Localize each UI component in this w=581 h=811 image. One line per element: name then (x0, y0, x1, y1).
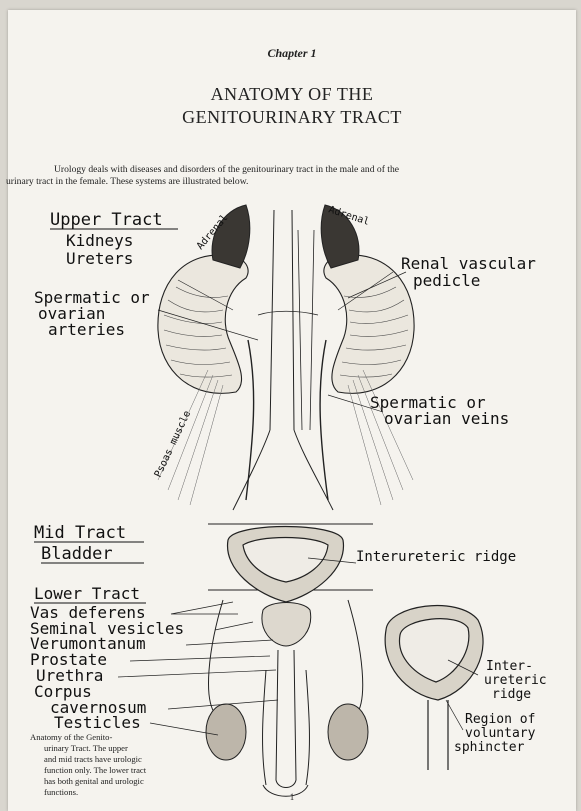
figure-caption: Anatomy of the Genito- urinary Tract. Th… (30, 732, 206, 798)
label-voluntary: voluntary (465, 726, 536, 741)
label-bladder: Bladder (41, 544, 113, 564)
label-pedicle: pedicle (413, 271, 480, 290)
label-testicles: Testicles (54, 713, 141, 732)
label-upper-tract: Upper Tract (50, 210, 163, 230)
label-interureteric-ridge: Interureteric ridge (356, 549, 516, 565)
label-sphincter: sphincter (454, 740, 525, 755)
caption-line-5: has both genital and urologic (30, 776, 206, 787)
label-mid-tract: Mid Tract (34, 523, 126, 543)
page-number: 1 (8, 792, 576, 802)
label-ridge: ridge (492, 687, 531, 702)
label-ureteric: ureteric (484, 673, 547, 688)
male-genital-drawing (206, 600, 368, 796)
book-page: Chapter 1 ANATOMY OF THE GENITOURINARY T… (8, 10, 576, 811)
anatomy-illustration: Upper Tract Kidneys Ureters Adrenal Adre… (8, 10, 576, 811)
label-psoas-muscle: Psoas muscle (153, 409, 194, 479)
bladder-drawing (228, 527, 344, 603)
label-kidneys: Kidneys (66, 231, 133, 250)
label-region-of: Region of (465, 712, 535, 727)
caption-line-4: function only. The lower tract (30, 765, 206, 776)
caption-line-3: and mid tracts have urologic (30, 754, 206, 765)
label-lower-tract: Lower Tract (34, 584, 140, 603)
psoas-muscle-drawing (158, 370, 413, 505)
label-inter: Inter- (486, 659, 533, 674)
kidneys-drawing (158, 255, 414, 393)
caption-line-1: Anatomy of the Genito- (30, 732, 206, 743)
label-arteries: arteries (48, 320, 125, 339)
caption-line-2: urinary Tract. The upper (30, 743, 206, 754)
label-ovarian-veins: ovarian veins (384, 409, 509, 428)
label-ureters: Ureters (66, 249, 133, 268)
